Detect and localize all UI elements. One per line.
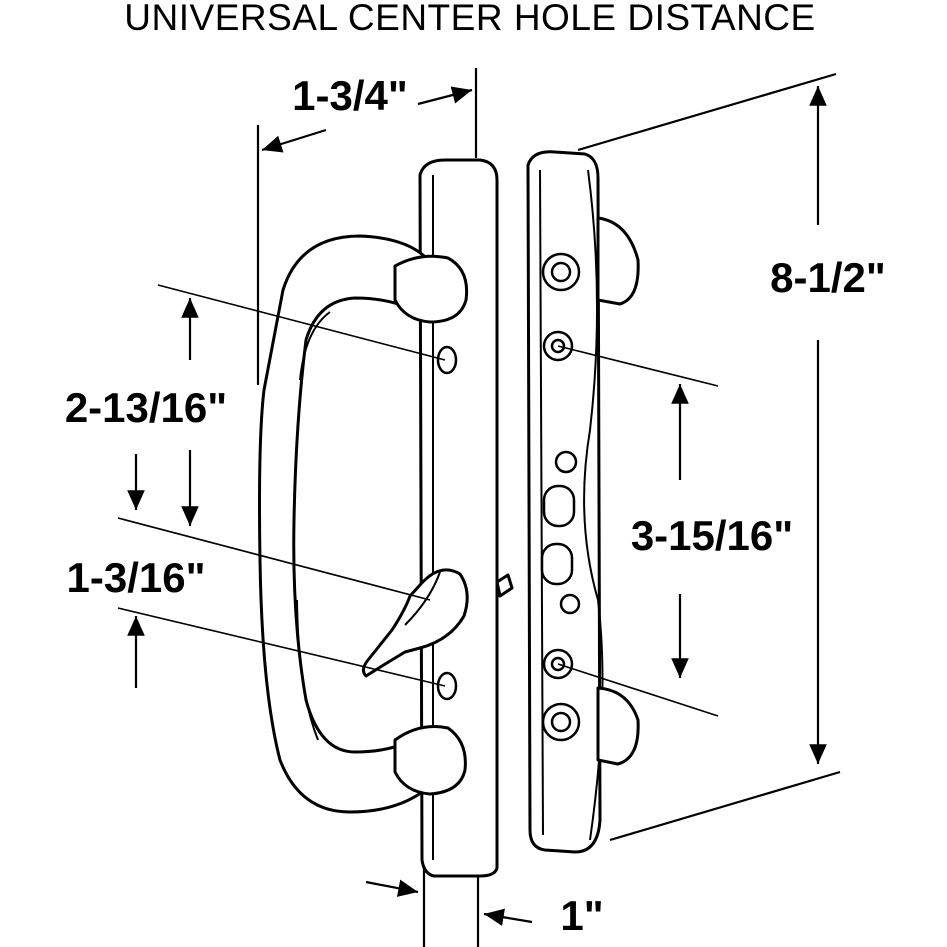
dim-label-1-3-16: 1-3/16" bbox=[66, 554, 205, 601]
dimension-upper-hole-spacing: 2-13/16" bbox=[65, 284, 446, 601]
diagram-title: UNIVERSAL CENTER HOLE DISTANCE bbox=[124, 0, 815, 38]
exterior-escutcheon-plate bbox=[418, 158, 499, 878]
dimension-handle-projection: 1-3/4" bbox=[256, 68, 478, 385]
d-pull-handle bbox=[258, 234, 432, 814]
interior-escutcheon bbox=[526, 150, 640, 854]
upper-screw-hole bbox=[436, 345, 458, 375]
dimension-escutcheon-width: 1" bbox=[365, 866, 604, 947]
lower-mounting-tab bbox=[596, 686, 640, 766]
dim-label-3-15-16: 3-15/16" bbox=[631, 512, 793, 559]
dimension-overall-height: 8-1/2" bbox=[577, 72, 886, 842]
dim-label-1-inch: 1" bbox=[560, 892, 603, 939]
dimension-inside-hole-spacing: 3-15/16" bbox=[557, 345, 793, 717]
dimension-lower-hole-spacing: 1-3/16" bbox=[66, 454, 446, 688]
lower-boss bbox=[393, 725, 467, 796]
mechanism-slot-lower bbox=[540, 542, 574, 586]
mechanism-slot-upper bbox=[542, 484, 576, 528]
exterior-handle bbox=[258, 158, 514, 878]
dim-label-2-13-16: 2-13/16" bbox=[65, 384, 227, 431]
lower-screw-hole bbox=[436, 671, 458, 701]
upper-boss bbox=[393, 254, 469, 324]
dim-label-8-1-2: 8-1/2" bbox=[770, 254, 886, 301]
thumb-latch-lever bbox=[361, 568, 469, 678]
mechanism-post bbox=[554, 450, 578, 474]
upper-mounting-tab bbox=[596, 216, 640, 306]
dim-label-1-3-4: 1-3/4" bbox=[292, 72, 408, 119]
